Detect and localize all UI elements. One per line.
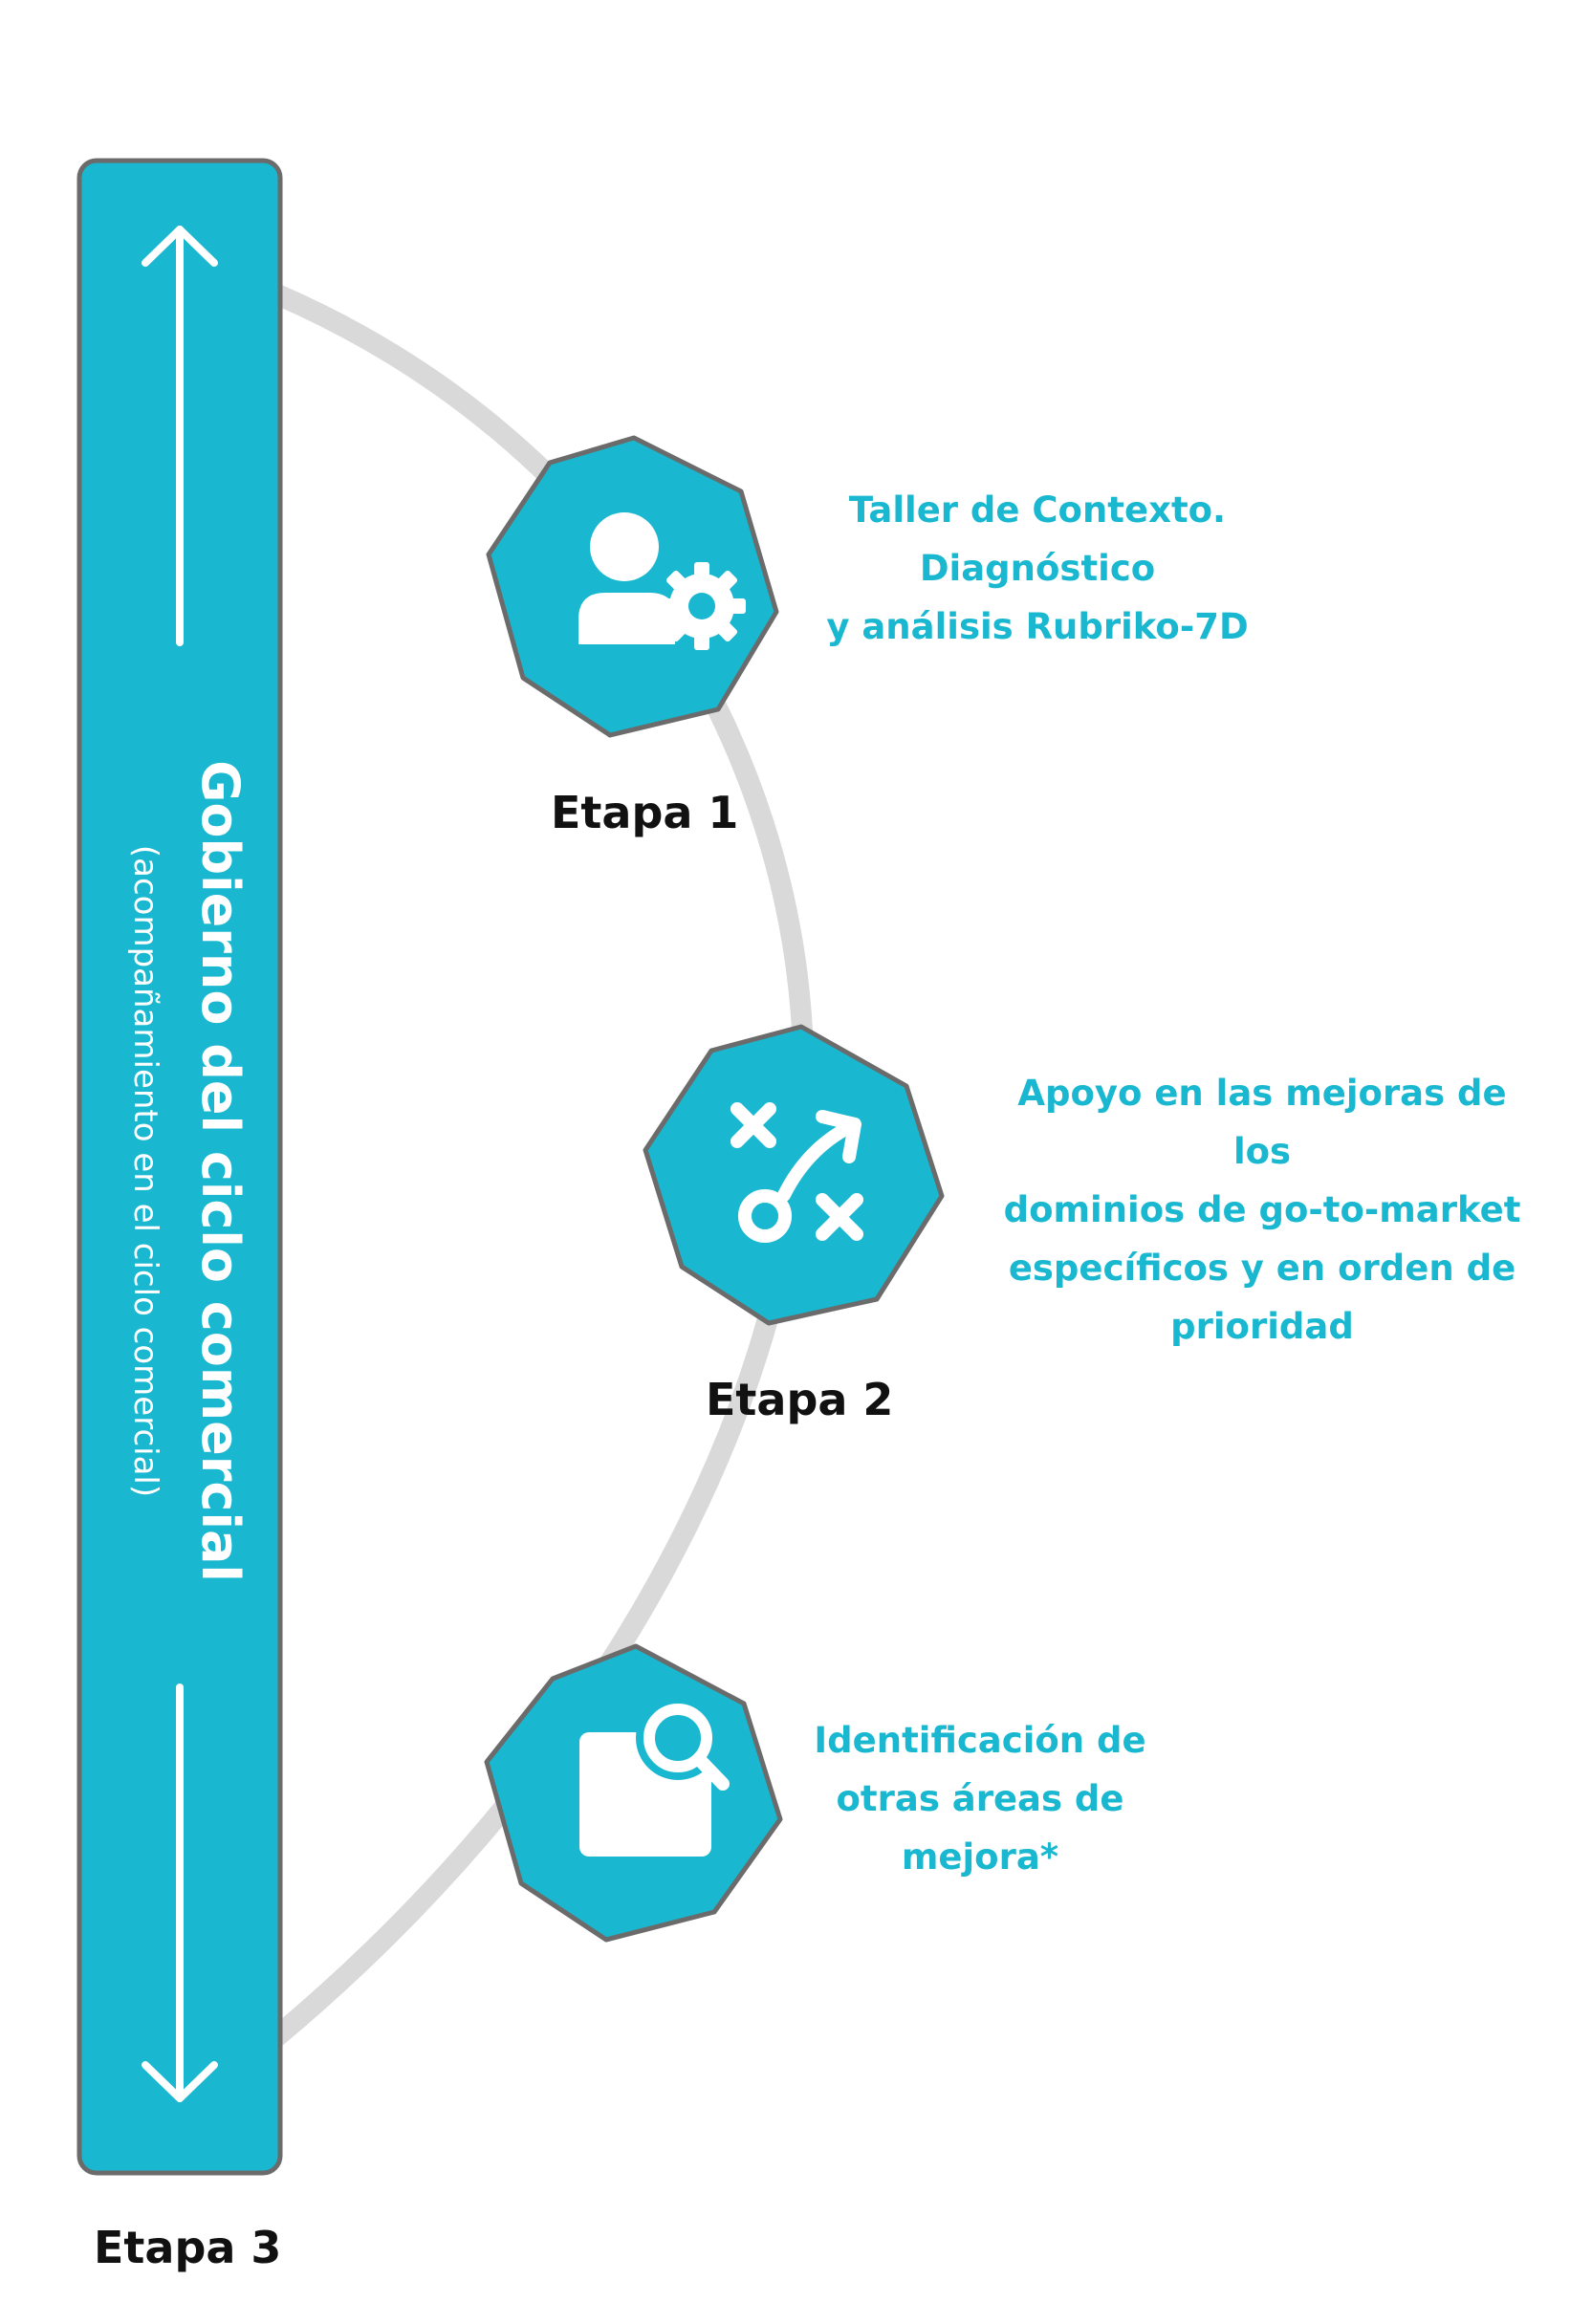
stage-2-label: Etapa 2	[706, 1374, 894, 1425]
stage-2-description: Apoyo en las mejoras de los dominios de …	[1003, 1073, 1521, 1347]
stage-1-label: Etapa 1	[551, 787, 739, 838]
arrow-up-icon	[142, 226, 218, 646]
stage-1-description: Taller de Contexto. Diagnóstico y anális…	[826, 489, 1249, 647]
stage-3-description: Identificación de otras áreas de mejora*	[814, 1720, 1146, 1878]
sidebar-text: Gobierno del ciclo comercial (acompañami…	[126, 750, 251, 1592]
arrow-down-icon	[142, 1683, 218, 2102]
user-gear-icon	[578, 512, 746, 650]
area-search-icon	[579, 1696, 730, 1857]
sidebar-title: Gobierno del ciclo comercial	[190, 760, 251, 1582]
sidebar-subtitle: (acompañamiento en el ciclo comercial)	[126, 844, 164, 1498]
sidebar-bar	[76, 158, 283, 2176]
stage-1-heptagon	[486, 435, 779, 738]
stage-3-label: Etapa 3	[94, 2222, 282, 2273]
strategy-play-icon	[730, 1102, 863, 1243]
